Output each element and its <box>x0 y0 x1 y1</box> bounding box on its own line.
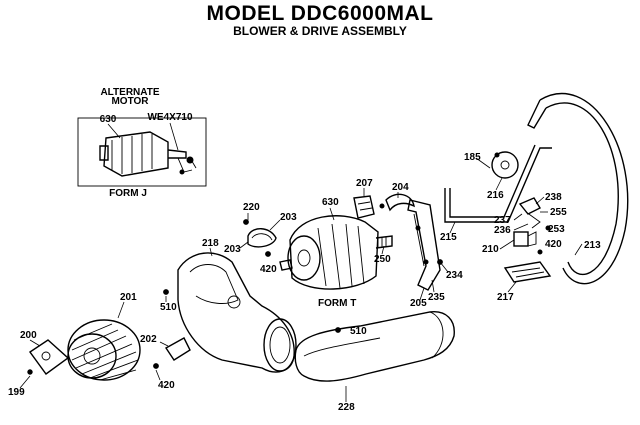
callout-217: 217 <box>497 292 514 303</box>
drive-motor-630 <box>279 215 393 290</box>
callout-220: 220 <box>243 202 260 213</box>
callout-420-right: 420 <box>545 239 562 250</box>
callout-203-top: 203 <box>280 212 297 223</box>
callout-510-center: 510 <box>350 326 367 337</box>
callout-228: 228 <box>338 402 355 413</box>
mount-bracket-200 <box>27 339 70 375</box>
form-t-label: FORM T <box>318 298 356 309</box>
callout-218: 218 <box>202 238 219 249</box>
motor-bracket-205 <box>407 199 441 291</box>
callout-200: 200 <box>20 330 37 341</box>
callout-235: 235 <box>428 292 445 303</box>
inset-heading-2: MOTOR <box>111 96 149 107</box>
blower-housing-218 <box>177 252 297 373</box>
callout-204: 204 <box>392 182 409 193</box>
inset-part-we4x710: WE4X710 <box>147 112 192 123</box>
inset-part-630: 630 <box>100 114 117 125</box>
callout-185: 185 <box>464 152 481 163</box>
alternate-motor-drawing <box>99 122 197 177</box>
idler-pulley-216 <box>491 151 519 179</box>
page-title: MODEL DDC6000MAL <box>206 2 434 25</box>
callout-236: 236 <box>494 225 511 236</box>
callout-234: 234 <box>446 270 463 281</box>
idler-arm-215 <box>444 144 552 223</box>
motor-clamp-203 <box>243 219 277 257</box>
alternate-motor-inset: ALTERNATE MOTOR 630 WE4X710 FORM J <box>77 87 207 199</box>
callout-203-left: 203 <box>224 244 241 255</box>
motor-clip-204 <box>385 193 415 212</box>
drive-belt-213 <box>527 92 629 285</box>
inset-form-label: FORM J <box>109 188 147 199</box>
callout-255: 255 <box>550 207 567 218</box>
inset-frame <box>77 117 207 187</box>
callout-238: 238 <box>545 192 562 203</box>
callout-202: 202 <box>140 334 157 345</box>
callout-420-center: 420 <box>260 264 277 275</box>
callout-250: 250 <box>374 254 391 265</box>
callout-201: 201 <box>120 292 137 303</box>
clamp-202 <box>153 337 191 369</box>
page-subtitle: BLOWER & DRIVE ASSEMBLY <box>233 24 407 38</box>
callout-215: 215 <box>440 232 457 243</box>
inset-heading-1: ALTERNATE <box>100 87 159 98</box>
blower-wheel-201 <box>67 319 141 381</box>
bracket-217 <box>503 261 552 283</box>
callout-199: 199 <box>8 387 25 398</box>
callout-207: 207 <box>356 178 373 189</box>
callout-510-left: 510 <box>160 302 177 313</box>
callout-210: 210 <box>482 244 499 255</box>
callout-205: 205 <box>410 298 427 309</box>
exhaust-duct-228 <box>294 311 455 382</box>
callout-213: 213 <box>584 240 601 251</box>
spring-bracket-parts <box>513 197 551 255</box>
motor-switch-207 <box>353 195 385 219</box>
callout-237: 237 <box>494 215 511 226</box>
callout-253: 253 <box>548 224 565 235</box>
callout-216: 216 <box>487 190 504 201</box>
callout-630: 630 <box>322 197 339 208</box>
callout-420-bottom: 420 <box>158 380 175 391</box>
